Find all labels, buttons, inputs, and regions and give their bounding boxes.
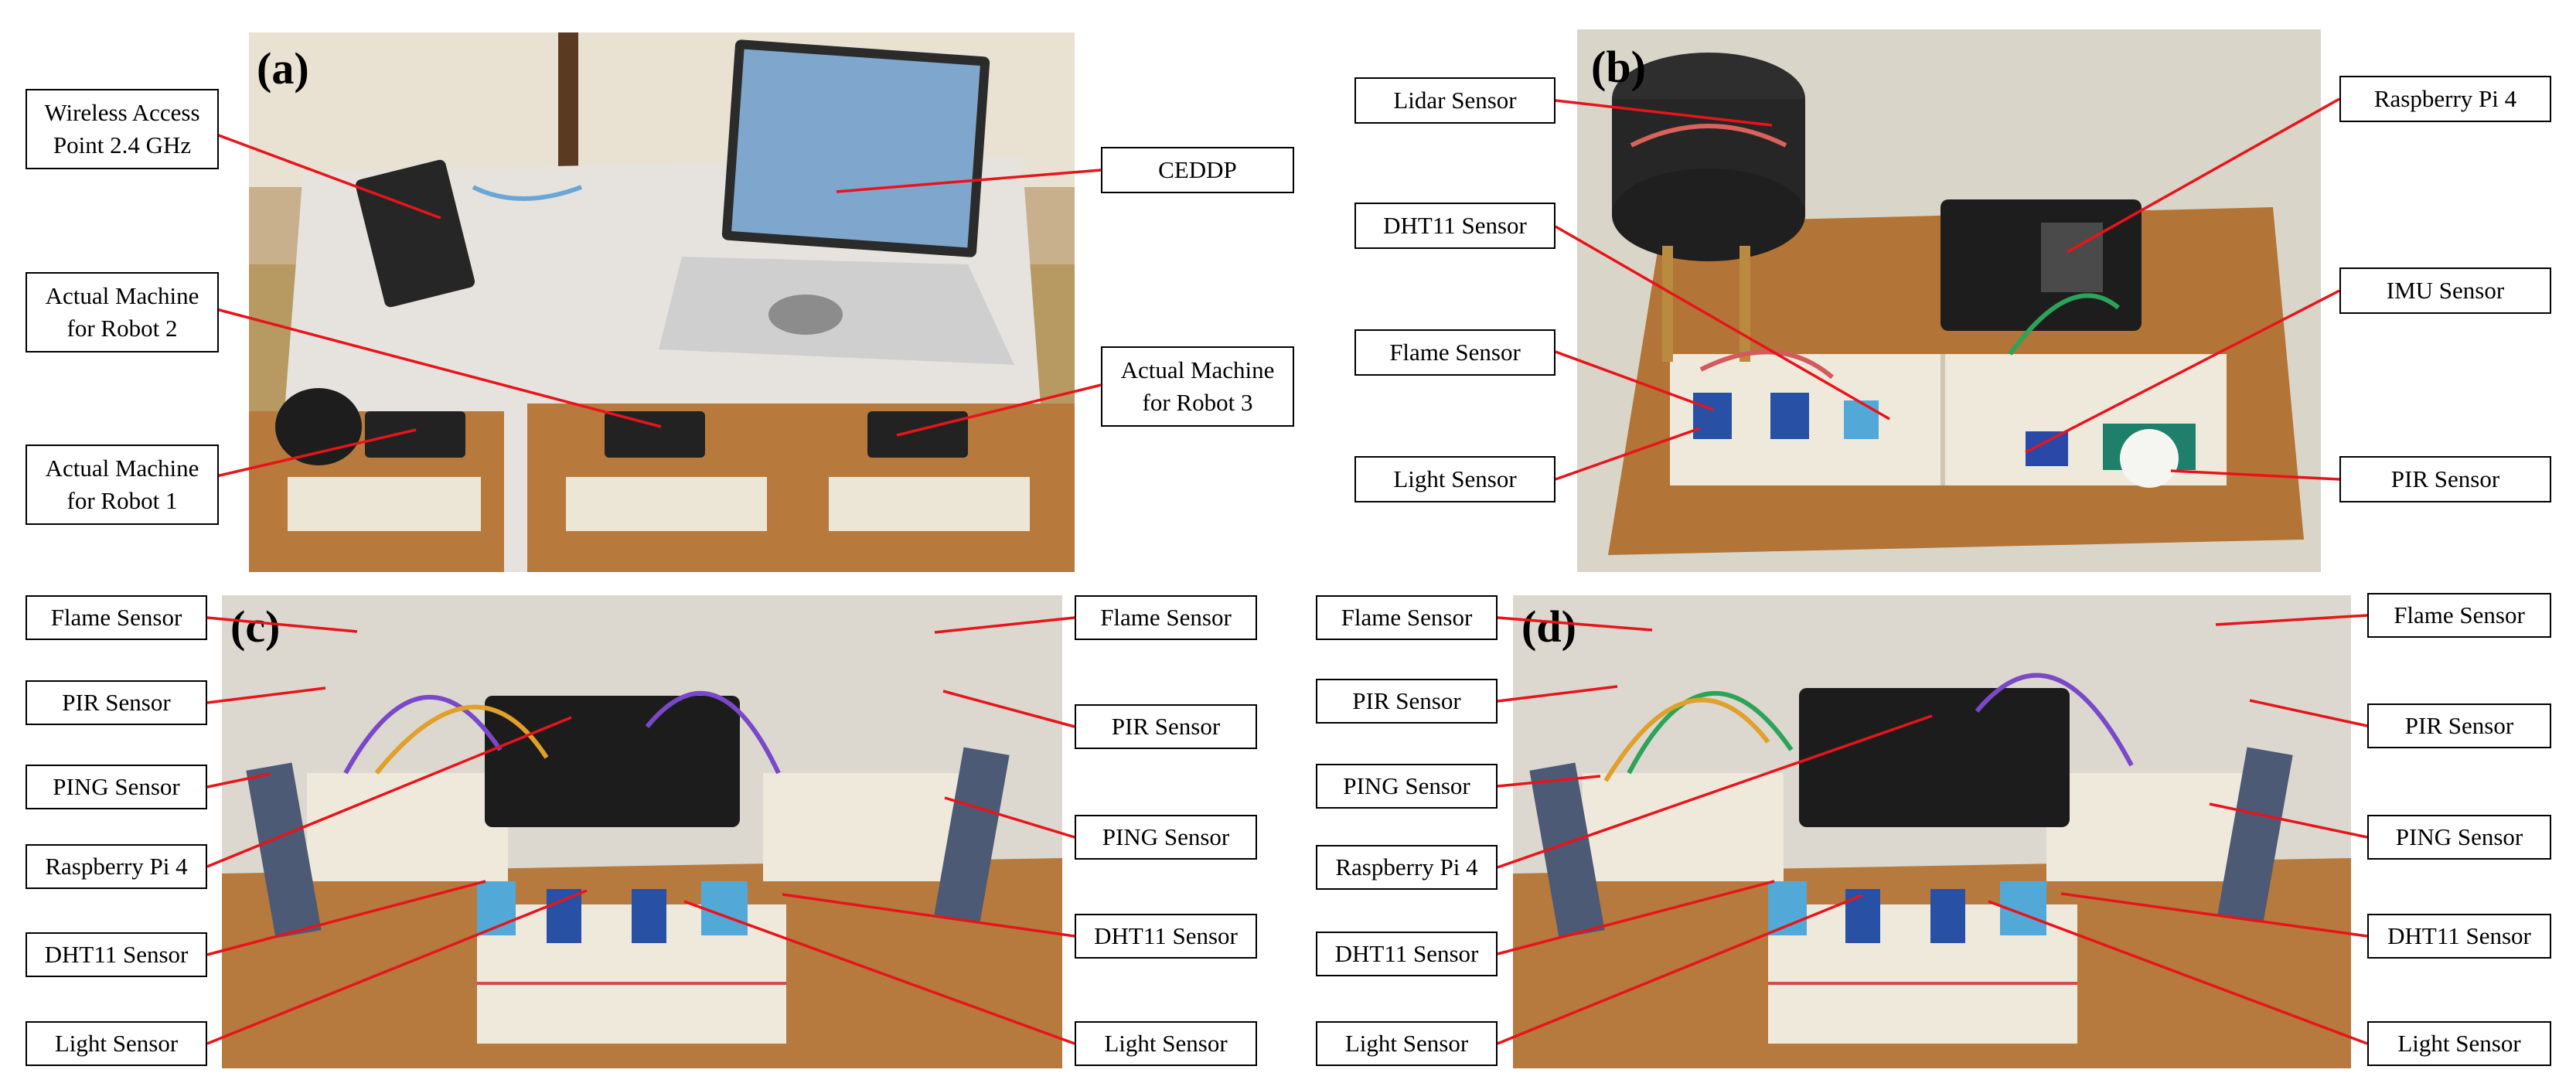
callout-b-pir-sensor: PIR Sensor [2339, 456, 2551, 502]
callout-a-ceddp: CEDDP [1101, 147, 1294, 193]
photo-c-scene [222, 595, 1062, 1068]
callout-d-dht11-sensor-left: DHT11 Sensor [1316, 932, 1498, 976]
callout-c-flame-sensor-left: Flame Sensor [26, 595, 207, 640]
callout-c-pir-sensor-right: PIR Sensor [1075, 704, 1257, 749]
callout-c-raspberry-pi-4-left: Raspberry Pi 4 [26, 844, 207, 889]
photo-panel-d [1513, 595, 2351, 1068]
callout-b-imu-sensor: IMU Sensor [2339, 267, 2551, 314]
callout-d-flame-sensor-left: Flame Sensor [1316, 595, 1498, 640]
callout-b-light-sensor: Light Sensor [1354, 456, 1555, 502]
photo-panel-c [222, 595, 1062, 1068]
panel-label-c: (c) [230, 601, 281, 652]
photo-panel-a [249, 32, 1075, 572]
callout-c-dht11-sensor-right: DHT11 Sensor [1075, 914, 1257, 959]
callout-c-ping-sensor-left: PING Sensor [26, 765, 207, 809]
callout-c-light-sensor-right: Light Sensor [1075, 1021, 1257, 1066]
panel-label-b: (b) [1591, 42, 1646, 92]
callout-d-flame-sensor-right: Flame Sensor [2367, 593, 2551, 638]
callout-d-light-sensor-right: Light Sensor [2367, 1021, 2551, 1066]
photo-panel-b [1577, 29, 2321, 572]
callout-c-flame-sensor-right: Flame Sensor [1075, 595, 1257, 640]
callout-a-machine-robot-3: Actual Machine for Robot 3 [1101, 346, 1294, 427]
callout-c-pir-sensor-left: PIR Sensor [26, 680, 207, 725]
callout-a-wireless-access-point: Wireless Access Point 2.4 GHz [26, 89, 219, 169]
callout-d-light-sensor-left: Light Sensor [1316, 1021, 1498, 1066]
callout-c-light-sensor-left: Light Sensor [26, 1021, 207, 1066]
callout-b-raspberry-pi-4: Raspberry Pi 4 [2339, 76, 2551, 122]
callout-c-ping-sensor-right: PING Sensor [1075, 815, 1257, 860]
callout-d-raspberry-pi-4-left: Raspberry Pi 4 [1316, 845, 1498, 890]
panel-label-a: (a) [257, 43, 309, 94]
callout-d-ping-sensor-left: PING Sensor [1316, 764, 1498, 809]
callout-c-dht11-sensor-left: DHT11 Sensor [26, 932, 207, 977]
callout-d-dht11-sensor-right: DHT11 Sensor [2367, 914, 2551, 959]
callout-d-pir-sensor-left: PIR Sensor [1316, 679, 1498, 724]
callout-a-machine-robot-2: Actual Machine for Robot 2 [26, 272, 219, 353]
photo-b-scene [1577, 29, 2321, 572]
photo-d-scene [1513, 595, 2351, 1068]
callout-b-dht11-sensor: DHT11 Sensor [1354, 203, 1555, 249]
callout-d-pir-sensor-right: PIR Sensor [2367, 703, 2551, 748]
callout-d-ping-sensor-right: PING Sensor [2367, 815, 2551, 860]
photo-a-scene [249, 32, 1075, 572]
callout-b-lidar-sensor: Lidar Sensor [1354, 77, 1555, 124]
callout-b-flame-sensor: Flame Sensor [1354, 329, 1555, 376]
callout-a-machine-robot-1: Actual Machine for Robot 1 [26, 445, 219, 525]
panel-label-d: (d) [1521, 601, 1576, 652]
